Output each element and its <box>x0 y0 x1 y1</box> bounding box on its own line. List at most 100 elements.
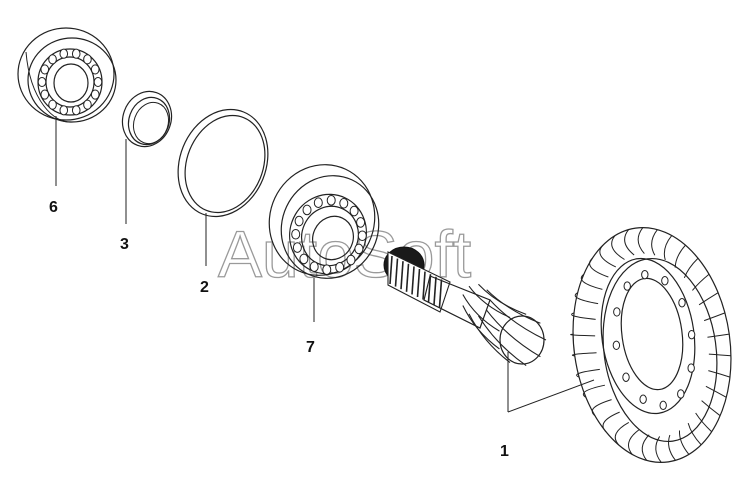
ring-gear-tooth <box>580 273 603 290</box>
bolt-hole <box>659 400 667 411</box>
bearing-7-ball <box>309 261 319 273</box>
bearing-6-ball <box>90 64 100 75</box>
ring-gear-tooth <box>655 436 662 463</box>
callout-2: 2 <box>200 279 209 296</box>
bearing-7-ball <box>335 261 345 273</box>
shaft-spline <box>422 271 426 300</box>
leader-1-diagonal <box>507 379 595 413</box>
shaft-spline <box>389 255 393 285</box>
part-1-ring-gear <box>570 227 732 463</box>
bearing-6-ball <box>40 89 50 100</box>
leader-lines <box>55 116 595 413</box>
pinion-tooth <box>486 309 541 358</box>
pinion-tooth <box>468 285 511 318</box>
part-1-pinion-shaft <box>383 246 547 367</box>
bearing-7-ball <box>339 197 349 209</box>
shaft-spline <box>427 274 432 303</box>
bolt-hole <box>678 298 686 308</box>
bolt-hole <box>613 307 621 317</box>
shaft-spline <box>411 266 415 295</box>
bearing-6-ball <box>59 105 69 116</box>
shaft-spline <box>394 258 399 287</box>
bearing-7-ball <box>354 243 364 255</box>
ring-gear-tooth <box>668 434 676 461</box>
pinion-tooth <box>462 294 500 332</box>
bolt-hole <box>612 340 621 350</box>
bearing-6-ball <box>40 64 50 75</box>
shaft-spline <box>405 263 410 292</box>
part-3-ring <box>121 90 173 148</box>
ring-gear-tooth <box>683 257 699 279</box>
bearing-6-ball <box>48 99 57 110</box>
ring-gear-tooth <box>624 229 635 256</box>
callout-7: 7 <box>306 339 315 356</box>
ring-gear-tooth <box>591 399 612 417</box>
ring-gear-tooth <box>695 412 712 433</box>
bolt-hole <box>622 372 630 382</box>
bolt-hole <box>687 363 695 373</box>
ring-gear-tooth <box>687 422 702 446</box>
ring-gear-tooth <box>599 244 617 268</box>
bearing-7-ball <box>291 228 301 240</box>
part-7-bearing <box>268 164 380 279</box>
part-6-bearing <box>17 27 117 123</box>
ring-gear-tooth <box>627 429 640 455</box>
bearing-6-ball <box>83 54 92 65</box>
bearing-6-ball <box>48 54 57 65</box>
ring-gear-tooth <box>708 370 731 378</box>
callout-6: 6 <box>49 199 58 216</box>
bearing-6-ball <box>93 76 103 88</box>
part-2-o-ring <box>177 108 269 218</box>
pinion-tooth <box>477 315 527 367</box>
ring-gear-tooth <box>602 411 620 433</box>
bolt-hole <box>677 389 685 399</box>
bearing-7-ball <box>292 242 302 253</box>
ring-gear-tooth <box>571 312 596 320</box>
bolt-hole <box>623 281 631 291</box>
ring-gear-tooth <box>589 257 609 278</box>
bearing-7-ball <box>299 253 309 265</box>
bearing-6-ball <box>71 105 81 116</box>
bearing-6-ball <box>59 48 69 59</box>
ring-gear-tooth <box>663 235 673 261</box>
bearing-7-ball <box>356 217 366 228</box>
bearing-7-ball <box>313 197 323 209</box>
bearing-6-ball <box>71 48 81 59</box>
shaft-spline <box>400 261 404 290</box>
ring-gear-tooth <box>708 353 731 357</box>
bearing-7-ball <box>326 195 336 206</box>
ring-gear-tooth <box>707 333 730 338</box>
bearing-7-ball <box>349 205 359 217</box>
pinion-tooth <box>489 299 547 341</box>
bolt-hole <box>661 276 669 286</box>
bearing-6-ball <box>37 76 47 88</box>
bolt-hole <box>687 330 696 340</box>
ring-gear-tooth <box>674 244 686 268</box>
ring-gear-tooth <box>701 400 721 417</box>
shaft-spline <box>438 279 443 308</box>
bearing-7-ball <box>302 204 312 216</box>
ring-gear-tooth <box>641 434 650 461</box>
shaft-spline <box>433 276 437 305</box>
ring-gear-tooth <box>705 385 727 398</box>
bearing-7-ball <box>346 254 356 266</box>
ring-gear-tooth <box>703 312 726 322</box>
ring-gear-tooth <box>692 273 710 291</box>
ring-gear-tooth <box>574 292 599 305</box>
bearing-6-ball <box>90 89 100 100</box>
ring-gear-tooth <box>576 368 600 378</box>
pinion-tooth <box>478 283 527 315</box>
ring-gear-tooth <box>570 333 596 337</box>
pinion-tooth <box>468 313 511 363</box>
bearing-7-ball <box>294 215 304 227</box>
pinion-tooth <box>462 305 500 350</box>
ring-gear-tooth <box>611 235 625 260</box>
ring-gear-tooth <box>637 227 645 254</box>
callout-1: 1 <box>500 443 509 460</box>
bearing-6-ball <box>83 99 92 110</box>
ring-gear-tooth <box>651 229 658 256</box>
bearing-7-ball <box>322 264 332 275</box>
callout-3: 3 <box>120 236 129 253</box>
ring-gear-tooth <box>614 421 630 446</box>
